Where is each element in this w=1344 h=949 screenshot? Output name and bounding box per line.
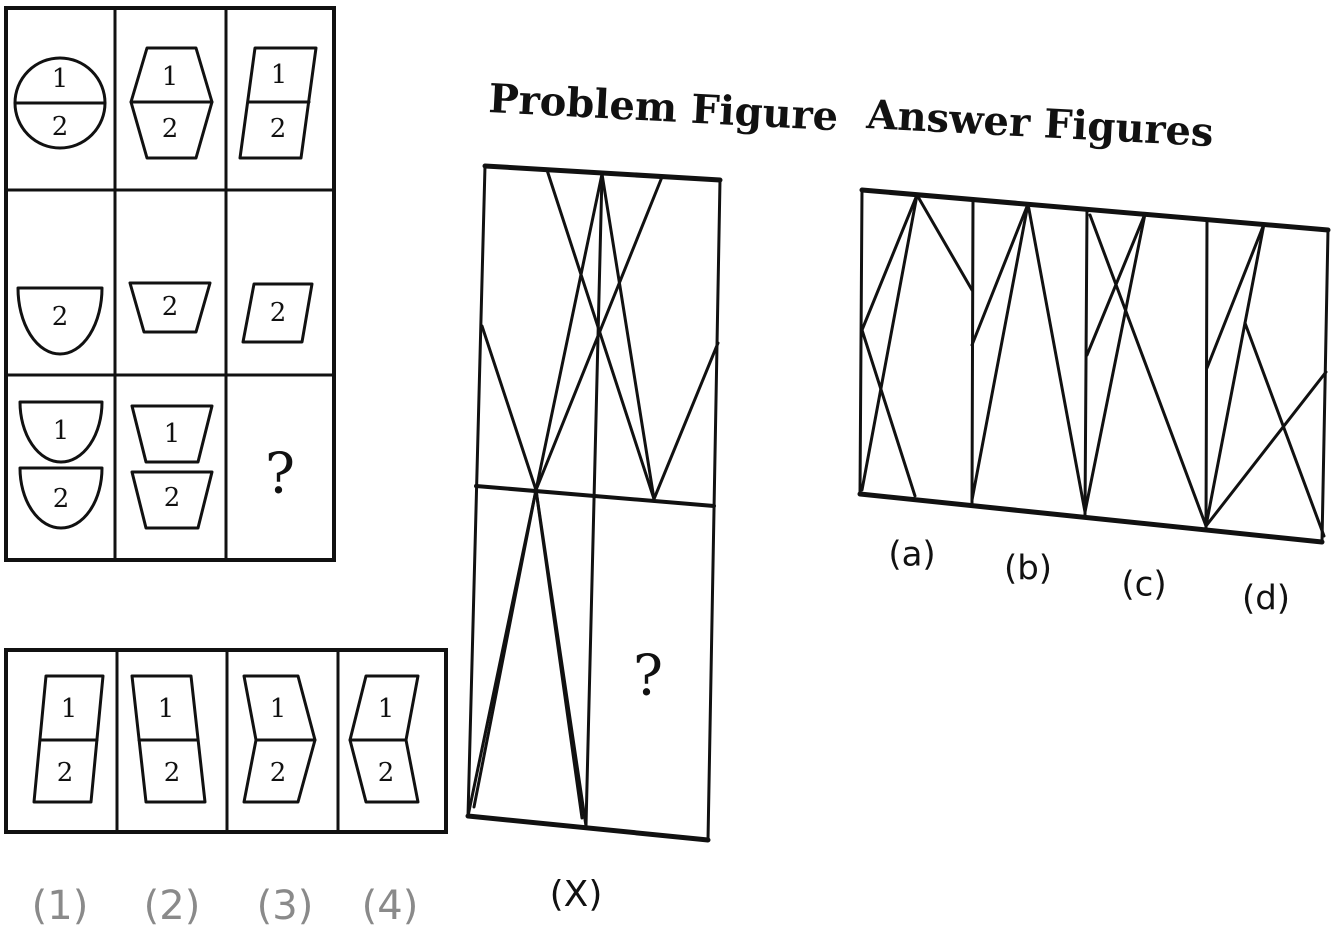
option-label-4: (4)	[362, 883, 419, 929]
option-1-figure[interactable]: 1 2	[32, 674, 105, 804]
number-2: 2	[270, 298, 287, 328]
answer-label-c: (c)	[1121, 565, 1166, 605]
trapezium-shape	[128, 281, 212, 334]
half-circle-shape	[16, 286, 104, 356]
problem-top-lines	[480, 168, 720, 501]
svg-text:2: 2	[164, 758, 181, 788]
matrix-cell-1-3: 1 2	[238, 46, 318, 160]
option-figures: 1 2 1 2 1 2 1 2 (1) (2) (3) (4)	[4, 648, 448, 929]
number-2: 2	[53, 484, 70, 514]
option-4-figure[interactable]: 1 2	[348, 674, 420, 804]
answer-figures: Answer Figures	[857, 91, 1331, 619]
number-2: 2	[52, 302, 69, 332]
question-mark: ?	[633, 644, 663, 709]
problem-figure-title: Problem Figure	[487, 75, 839, 140]
figure-matrix: 1 2 1 2 1 2 2 2 2	[4, 6, 336, 562]
answer-figures-title: Answer Figures	[864, 91, 1214, 156]
half-circle-shape	[18, 466, 104, 530]
trapezium-shape	[130, 470, 214, 530]
option-label-1: (1)	[32, 883, 89, 929]
answer-label-b: (b)	[1004, 549, 1052, 589]
answer-figure-c[interactable]	[1083, 212, 1208, 528]
answer-figure-a[interactable]	[860, 193, 974, 498]
number-1: 1	[52, 64, 69, 94]
number-2: 2	[270, 114, 287, 144]
problem-figure-label: (X)	[550, 874, 603, 915]
svg-text:1: 1	[158, 694, 175, 724]
trapezium-shape	[130, 404, 214, 464]
svg-text:2: 2	[378, 758, 395, 788]
question-mark: ?	[265, 442, 295, 507]
matrix-cell-1-1: 1 2	[13, 56, 107, 150]
number-2: 2	[162, 292, 179, 322]
number-2: 2	[162, 114, 179, 144]
svg-text:1: 1	[270, 694, 287, 724]
answer-label-d: (d)	[1242, 579, 1290, 619]
number-2: 2	[52, 112, 69, 142]
svg-text:2: 2	[270, 758, 287, 788]
svg-text:2: 2	[57, 758, 74, 788]
problem-figure: Problem Figure ? (X)	[465, 75, 839, 915]
half-circle-shape	[18, 400, 104, 464]
matrix-cell-2-3: 2	[241, 282, 314, 344]
option-label-2: (2)	[144, 883, 201, 929]
answer-label-a: (a)	[888, 535, 935, 575]
number-2: 2	[164, 483, 181, 513]
number-1: 1	[271, 60, 288, 90]
matrix-cell-3-1: 1 2	[18, 400, 104, 530]
svg-text:1: 1	[378, 694, 395, 724]
svg-text:1: 1	[61, 694, 78, 724]
problem-bottom-lines	[466, 488, 588, 828]
parallelogram-shape	[238, 46, 318, 160]
answer-figure-d[interactable]	[1204, 222, 1328, 538]
option-label-3: (3)	[257, 883, 314, 929]
matrix-cell-2-2: 2	[128, 281, 212, 334]
matrix-cell-3-3: ?	[265, 442, 295, 507]
matrix-cell-3-2: 1 2	[130, 404, 214, 530]
option-3-figure[interactable]: 1 2	[242, 674, 317, 804]
number-1: 1	[164, 419, 181, 449]
number-1: 1	[162, 62, 179, 92]
matrix-frame	[4, 6, 336, 562]
parallelogram-shape	[241, 282, 314, 344]
number-1: 1	[53, 416, 70, 446]
answer-figure-b[interactable]	[970, 202, 1087, 514]
matrix-cell-1-2: 1 2	[129, 46, 214, 160]
matrix-cell-2-1: 2	[16, 286, 104, 356]
option-2-figure[interactable]: 1 2	[130, 674, 207, 804]
